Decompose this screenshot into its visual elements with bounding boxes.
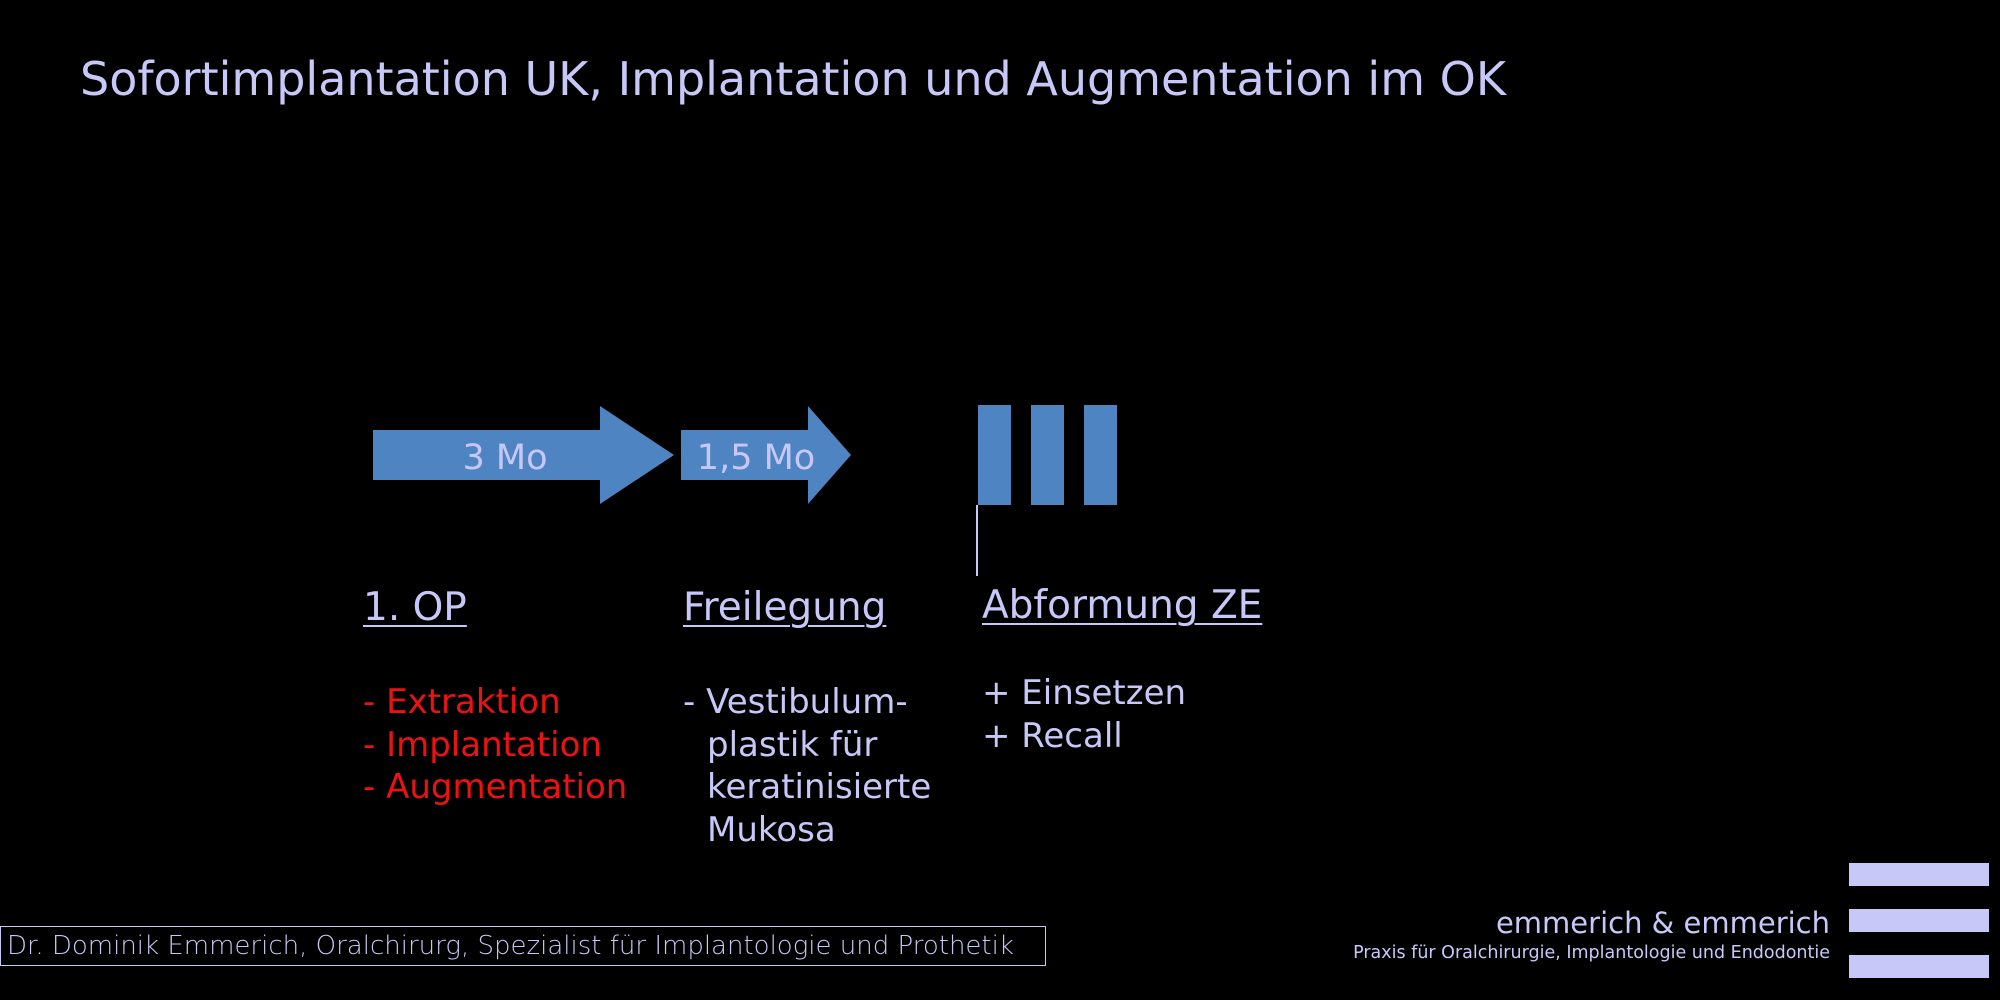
list-item: - Extraktion <box>363 682 561 722</box>
list-item: + Recall <box>982 715 1123 756</box>
list-item: + Einsetzen <box>982 673 1187 713</box>
phase-list-abformung: + Einsetzen + Recall <box>982 672 1186 757</box>
logo-bar-top <box>1849 863 1989 886</box>
phase-list-freilegung: - Vestibulum-plastik für keratinisierte … <box>683 681 957 851</box>
visit-block <box>1031 405 1064 505</box>
visit-blocks <box>978 405 1117 505</box>
phase-heading-freilegung: Freilegung <box>683 585 887 630</box>
brand-subtitle: Praxis für Oralchirurgie, Implantologie … <box>1353 943 1830 963</box>
arrow-3-months-label: 3 Mo <box>462 438 547 478</box>
phase-list-op: - Extraktion - Implantation - Augmentati… <box>363 681 627 809</box>
list-item: - Implantation <box>363 724 602 765</box>
footer-author: Dr. Dominik Emmerich, Oralchirurg, Spezi… <box>0 926 1046 966</box>
phase-heading-op: 1. OP <box>363 585 467 630</box>
list-item: - Augmentation <box>363 767 628 807</box>
visit-block <box>978 405 1011 505</box>
phase-heading-abformung: Abformung ZE <box>982 583 1263 628</box>
arrow-3-months: 3 Mo <box>373 406 674 504</box>
visit-block <box>1084 405 1117 505</box>
arrow-1-5-months-label: 1,5 Mo <box>697 438 815 478</box>
list-item: - Vestibulum-plastik für keratinisierte … <box>683 681 957 851</box>
brand-name: emmerich & emmerich <box>1495 906 1830 940</box>
list-item-text: - Vestibulum-plastik für keratinisierte … <box>683 682 932 850</box>
logo-bar-bottom <box>1849 955 1989 978</box>
arrow-3-months-shape <box>373 406 674 504</box>
slide-title: Sofortimplantation UK, Implantation und … <box>80 52 1506 106</box>
arrow-1-5-months: 1,5 Mo <box>681 406 851 504</box>
arrow-1-5-months-shape <box>681 406 851 504</box>
logo-bar-middle <box>1849 909 1989 932</box>
